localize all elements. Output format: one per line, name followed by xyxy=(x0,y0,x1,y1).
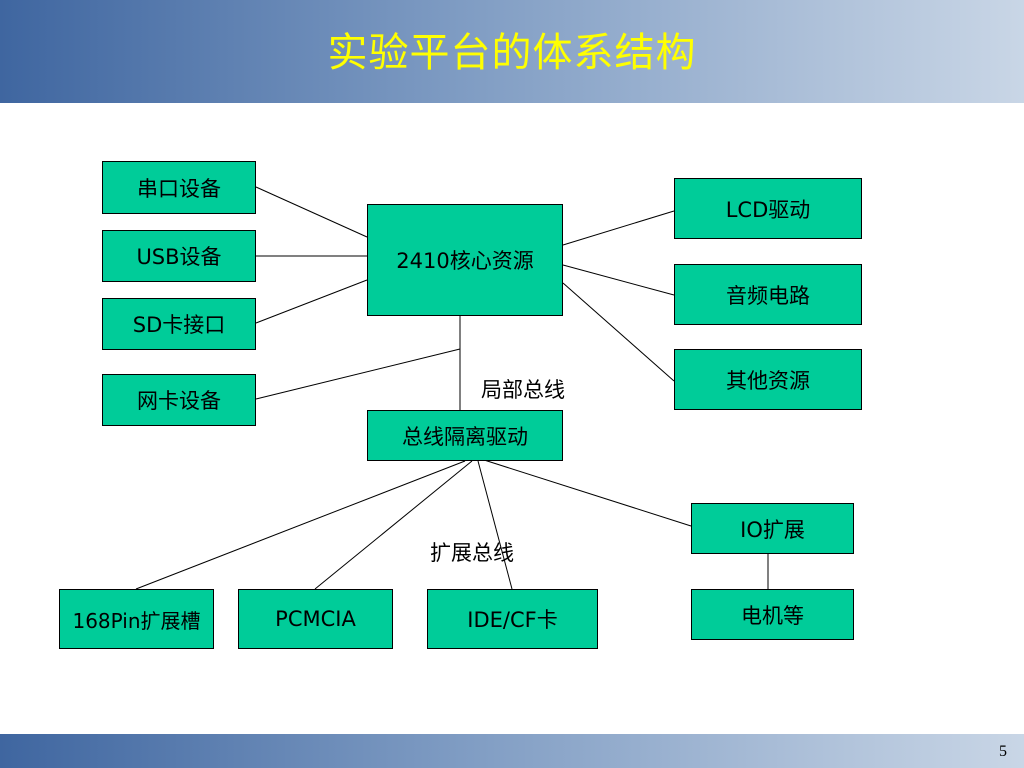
node-motor: 电机等 xyxy=(691,589,854,640)
expansion-bus-label: 扩展总线 xyxy=(430,541,514,565)
page-number: 5 xyxy=(999,743,1007,760)
node-168pin-slot: 168Pin扩展槽 xyxy=(59,589,214,649)
slide-title: 实验平台的体系结构 xyxy=(327,30,697,76)
local-bus-label: 局部总线 xyxy=(481,378,565,402)
node-pcmcia: PCMCIA xyxy=(238,589,393,649)
link-core-other xyxy=(562,282,675,382)
node-bus-isolation-driver: 总线隔离驱动 xyxy=(367,410,563,461)
node-audio-circuit: 音频电路 xyxy=(674,264,862,325)
node-usb-device: USB设备 xyxy=(102,230,256,282)
link-serial-core xyxy=(255,186,368,238)
link-core-audio xyxy=(562,264,675,296)
node-network-card: 网卡设备 xyxy=(102,374,256,426)
title-bar xyxy=(0,0,1024,103)
node-sd-interface: SD卡接口 xyxy=(102,298,256,350)
node-core-resources: 2410核心资源 xyxy=(367,204,563,316)
node-serial-device: 串口设备 xyxy=(102,161,256,214)
node-other-resources: 其他资源 xyxy=(674,349,862,410)
node-lcd-driver: LCD驱动 xyxy=(674,178,862,239)
link-nic-bus xyxy=(255,348,461,400)
link-bus-idecf xyxy=(477,460,513,590)
link-sd-core xyxy=(255,279,368,324)
node-io-expansion: IO扩展 xyxy=(691,503,854,554)
link-bus-io xyxy=(480,458,692,527)
link-bus-slot168 xyxy=(135,460,466,590)
node-ide-cf: IDE/CF卡 xyxy=(427,589,598,649)
link-bus-pcmcia xyxy=(314,460,473,590)
link-core-lcd xyxy=(562,210,675,246)
footer-bar xyxy=(0,734,1024,768)
